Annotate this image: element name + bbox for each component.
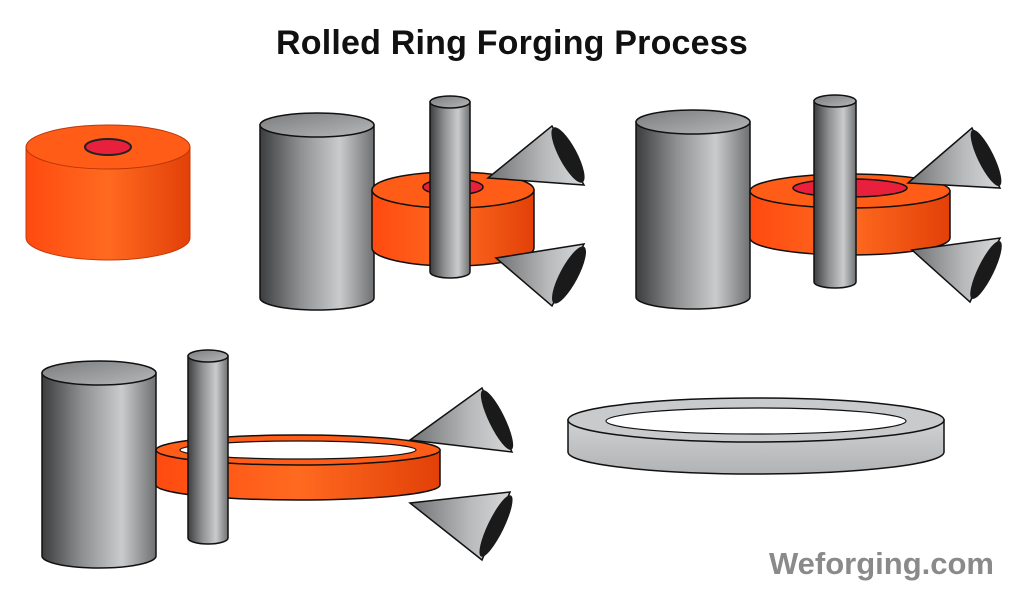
main-roll xyxy=(259,112,375,311)
preform-billet xyxy=(25,124,191,261)
lower-axial-cone xyxy=(408,491,513,562)
stage-2-rolling xyxy=(259,95,586,311)
diagram-title: Rolled Ring Forging Process xyxy=(275,24,748,62)
upper-axial-cone xyxy=(407,386,514,453)
main-roll xyxy=(635,109,751,310)
upper-axial-cone xyxy=(906,126,1002,189)
mandrel xyxy=(813,94,857,289)
lower-axial-cone xyxy=(910,237,1002,304)
main-roll xyxy=(41,360,157,569)
mandrel xyxy=(187,349,229,545)
mandrel xyxy=(429,95,471,279)
upper-axial-cone xyxy=(486,124,586,186)
finished-ring xyxy=(567,397,945,475)
stage-3-rolling xyxy=(635,94,1002,310)
watermark: Weforging.com xyxy=(768,546,994,581)
stage-4-rolling xyxy=(41,349,514,569)
lower-axial-cone xyxy=(494,243,586,308)
